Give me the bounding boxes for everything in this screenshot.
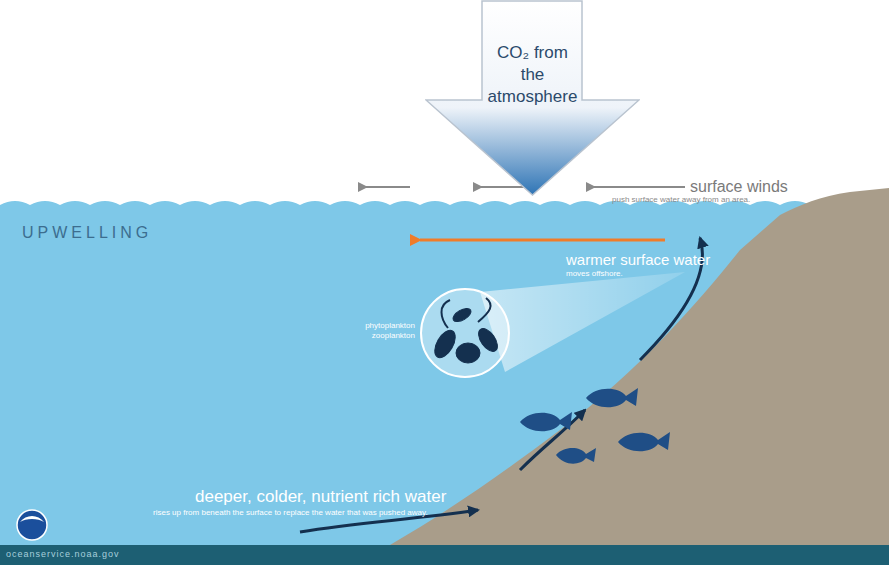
surface-water-label: warmer surface water [566,252,710,269]
land-shelf [390,188,889,545]
deep-water-label: deeper, colder, nutrient rich water [195,488,446,507]
co2-arrow: CO₂ from the atmosphere [425,0,640,196]
noaa-logo [17,510,47,540]
arrow-label: CO₂ from the atmosphere [485,42,580,108]
offshore-arrow [420,239,665,242]
magnifier-beam [480,272,685,372]
fish-school [520,388,670,464]
plankton [431,298,502,363]
deep-water-note: rises up from beneath the surface to rep… [153,509,428,518]
plankton-circle [421,289,509,377]
noaa-logo-bird [20,516,44,522]
footer-bar [0,545,889,565]
diagram-heading: UPWELLING [22,224,152,242]
wind-label: surface winds [690,178,788,196]
surface-water-note: moves offshore. [566,270,623,279]
source-url: oceanservice.noaa.gov [6,550,120,560]
wind-note: push surface water away from an area. [612,196,750,205]
plankton-label: zooplankton [372,332,415,341]
plankton-label: phytoplankton [365,322,415,331]
